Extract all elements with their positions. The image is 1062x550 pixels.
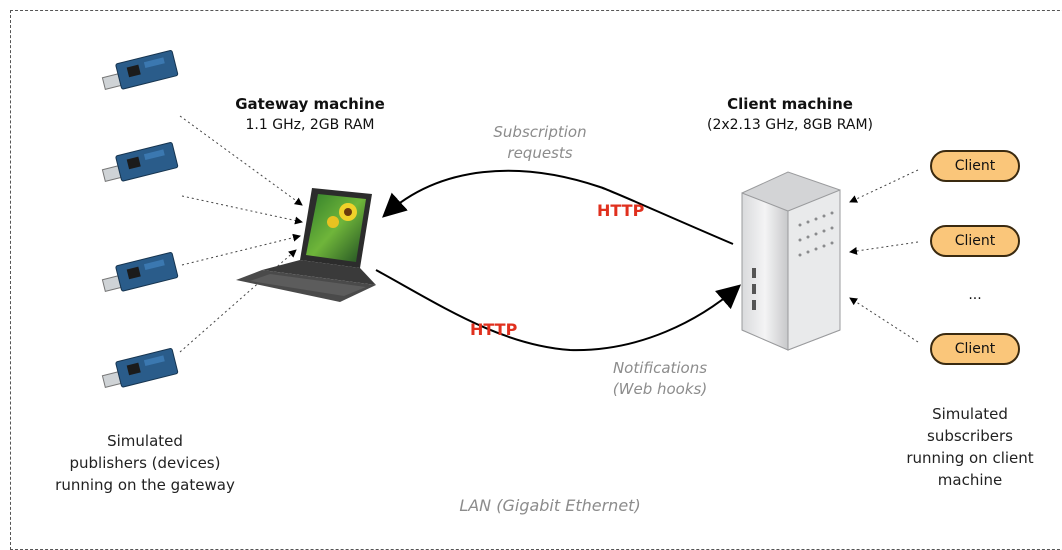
publishers-caption-line3: running on the gateway — [55, 476, 235, 494]
http-label-top: HTTP — [597, 201, 645, 220]
laptop-icon — [236, 188, 376, 302]
subscription-label: Subscription requests — [465, 122, 615, 164]
usb-device-icon — [101, 348, 179, 388]
subscribers-caption-line4: machine — [937, 471, 1003, 489]
notifications-label-line2: (Web hooks) — [612, 380, 708, 398]
diagram-canvas — [101, 50, 919, 388]
gateway-spec: 1.1 GHz, 2GB RAM — [245, 117, 375, 133]
subscribers-caption-line3: running on client — [906, 449, 1034, 467]
client-connectors — [849, 169, 919, 343]
device-connectors — [179, 115, 303, 353]
usb-device-icon — [101, 50, 179, 90]
notification-arrow — [375, 269, 742, 352]
server-icon — [741, 171, 841, 351]
gateway-title: Gateway machine — [235, 95, 385, 113]
client-node: Client — [930, 150, 1020, 182]
usb-device-icon — [101, 252, 179, 292]
publishers-caption: Simulated publishers (devices) running o… — [15, 430, 275, 496]
subscription-label-line1: Subscription — [493, 123, 587, 141]
client-node: Client — [930, 333, 1020, 365]
publishers-caption-line1: Simulated — [107, 432, 183, 450]
notifications-label: Notifications (Web hooks) — [585, 358, 735, 400]
client-machine-spec: (2x2.13 GHz, 8GB RAM) — [707, 117, 873, 133]
subscription-request-arrow — [382, 169, 734, 245]
usb-device-icon — [101, 142, 179, 182]
subscribers-caption-line2: subscribers — [927, 427, 1013, 445]
http-label-bottom: HTTP — [470, 320, 518, 339]
publishers-caption-line2: publishers (devices) — [69, 454, 221, 472]
subscribers-caption: Simulated subscribers running on client … — [880, 403, 1060, 491]
lan-label: LAN (Gigabit Ethernet) — [459, 496, 641, 515]
subscription-label-line2: requests — [507, 144, 573, 162]
client-node: Client — [930, 225, 1020, 257]
subscribers-caption-line1: Simulated — [932, 405, 1008, 423]
client-ellipsis: ... — [968, 287, 982, 303]
notifications-label-line1: Notifications — [612, 359, 708, 377]
client-machine-title: Client machine — [727, 95, 853, 113]
